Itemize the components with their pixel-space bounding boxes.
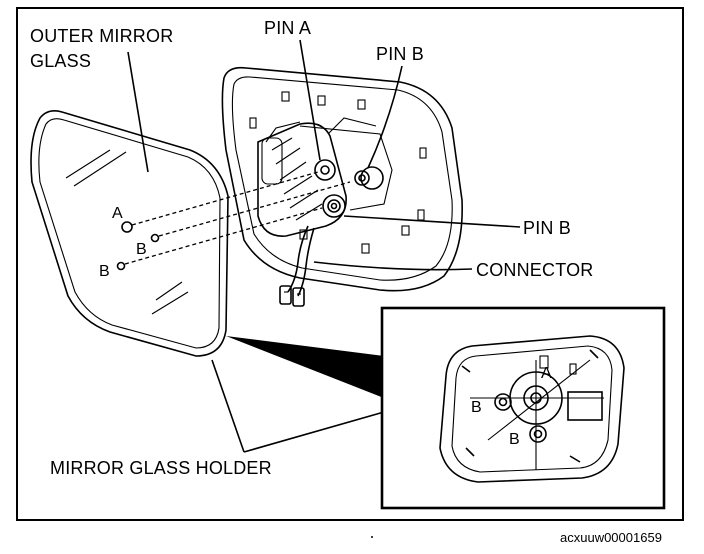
pin-a — [314, 159, 336, 181]
pin-b-upper — [354, 166, 384, 190]
leader-pin-b-top — [367, 65, 403, 169]
inset-holder-rear-view — [439, 335, 625, 483]
align-line-b-lower — [124, 207, 323, 265]
outer-mirror-glass — [30, 110, 229, 357]
leader-mirror-glass-holder — [211, 359, 245, 453]
label-outer-mirror-glass-2: GLASS — [30, 51, 91, 71]
label-pin-b-top: PIN B — [376, 44, 424, 64]
align-line-b-upper — [158, 181, 351, 237]
label-glass-b-upper: B — [136, 241, 147, 258]
glass-hole-b-lower — [116, 261, 126, 271]
label-outer-mirror-glass-1: OUTER MIRROR — [30, 26, 173, 46]
label-glass-b-lower: B — [99, 263, 110, 280]
pin-b-lower — [322, 194, 346, 218]
label-pin-b-right: PIN B — [523, 218, 571, 238]
mirror-glass-holder — [221, 66, 463, 292]
inset-pin-b-lower — [529, 425, 547, 443]
connector — [279, 225, 315, 307]
inset-pin-a — [523, 385, 549, 411]
glass-hole-b-upper — [150, 233, 160, 243]
leader-connector — [313, 261, 473, 271]
align-line-a — [131, 171, 319, 226]
inset-callout-wedge — [226, 336, 384, 398]
label-inset-b-left: B — [471, 399, 482, 416]
glass-hole-a — [121, 221, 133, 233]
label-mirror-glass-holder: MIRROR GLASS HOLDER — [50, 458, 272, 478]
inset-pin-b-left — [494, 393, 512, 411]
label-connector: CONNECTOR — [476, 260, 593, 280]
figure-id: acxuuw00001659 — [560, 530, 662, 545]
label-pin-a: PIN A — [264, 18, 311, 38]
label-inset-a: A — [541, 365, 552, 382]
leader-outer-mirror-glass — [127, 51, 149, 173]
label-glass-a: A — [112, 205, 123, 222]
leader-pin-b-right — [343, 215, 521, 228]
leader-pin-a — [299, 39, 321, 161]
label-inset-b-lower: B — [509, 431, 520, 448]
inset-frame — [380, 306, 666, 510]
stray-dot — [371, 536, 373, 538]
